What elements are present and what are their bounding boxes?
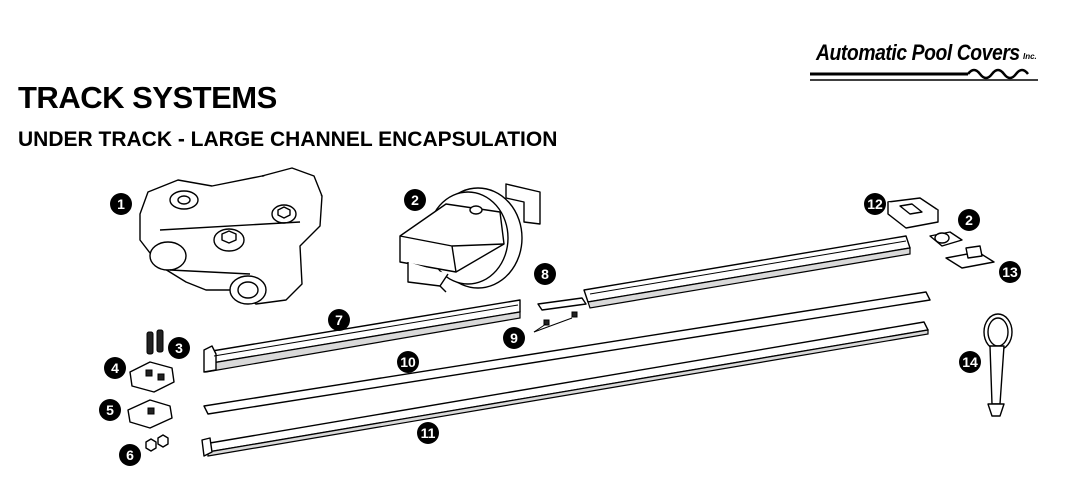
part-2-roller-small — [929, 231, 963, 247]
callout-7: 7 — [328, 309, 350, 331]
svg-text:3: 3 — [175, 340, 183, 356]
part-7-track-right — [583, 235, 911, 309]
callout-12: 12 — [864, 193, 886, 215]
callout-14: 14 — [959, 351, 981, 373]
callout-9: 9 — [503, 327, 525, 349]
svg-text:12: 12 — [867, 196, 883, 212]
svg-text:7: 7 — [335, 312, 343, 328]
svg-text:13: 13 — [1002, 264, 1018, 280]
part-1-clamp — [139, 167, 323, 305]
callout-10: 10 — [397, 351, 419, 373]
part-11-channel — [201, 321, 929, 457]
logo-wave-icon — [810, 68, 1038, 81]
part-10-flat-strip — [203, 291, 931, 415]
part-7-track-left — [203, 299, 521, 373]
svg-text:1: 1 — [117, 196, 125, 212]
svg-text:5: 5 — [106, 402, 114, 418]
svg-text:2: 2 — [965, 212, 973, 228]
svg-text:14: 14 — [962, 354, 978, 370]
svg-text:11: 11 — [421, 425, 436, 441]
part-6-nuts — [145, 434, 169, 452]
brand-logo: Automatic Pool Covers Inc. — [808, 40, 1048, 90]
callout-1: 1 — [110, 193, 132, 215]
page-subtitle: UNDER TRACK - LARGE CHANNEL ENCAPSULATIO… — [18, 128, 558, 151]
callout-4: 4 — [104, 357, 126, 379]
svg-text:9: 9 — [510, 330, 518, 346]
part-12-bracket — [887, 197, 939, 229]
svg-text:2: 2 — [411, 192, 419, 208]
brand-suffix: Inc. — [1023, 52, 1037, 61]
part-3-bolts — [146, 329, 164, 355]
callout-8: 8 — [534, 263, 556, 285]
part-5-bracket — [127, 399, 173, 429]
svg-text:6: 6 — [126, 447, 134, 463]
callout-3: 3 — [168, 337, 190, 359]
callout-5: 5 — [99, 399, 121, 421]
callout-2: 2 — [404, 189, 426, 211]
part-13-plate — [945, 245, 995, 269]
svg-text:4: 4 — [111, 360, 119, 376]
part-14-pin — [983, 313, 1013, 417]
page-title: TRACK SYSTEMS — [18, 80, 277, 115]
callout-2b: 2 — [958, 209, 980, 231]
part-9-set-screws — [533, 311, 578, 333]
part-4-bracket — [129, 361, 175, 393]
callout-11: 11 — [417, 422, 439, 444]
callout-13: 13 — [999, 261, 1021, 283]
brand-name: Automatic Pool Covers — [816, 40, 1020, 65]
svg-text:10: 10 — [400, 354, 416, 370]
callout-6: 6 — [119, 444, 141, 466]
svg-text:8: 8 — [541, 266, 549, 282]
part-8-connector — [537, 297, 587, 311]
part-2-roller — [399, 183, 541, 293]
